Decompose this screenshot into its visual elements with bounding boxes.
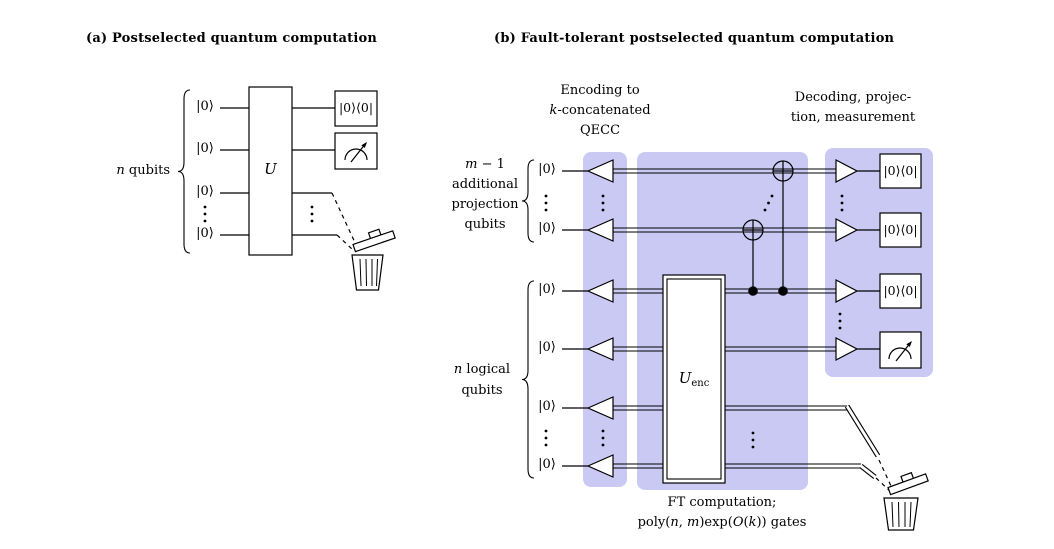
panel-a-title: (a) Postselected quantum computation [86,31,378,46]
ket-zero: |0⟩ [538,162,556,177]
projector-box [879,212,922,248]
ft-computation-caption: FT computation; poly(n, m)exp(O(k)) gate… [637,495,807,530]
cnot-gates [742,160,794,296]
panel-a-qubits-brace [177,89,191,254]
unitary-gate-label: U [264,160,277,178]
ket-zero: |0⟩ [538,399,556,414]
highlight-regions [583,148,933,490]
control-dot [748,286,758,296]
encoder-unitary-box [662,274,726,484]
ket-zero: |0⟩ [538,221,556,236]
encoded-wires [613,168,881,480]
panel-a-qubits-label: n qubits [116,163,170,178]
vertical-dots [544,194,844,449]
panel-a-circuit [177,86,396,291]
panel-b-circuit [521,153,929,531]
projection-qubits-brace [521,159,535,243]
projection-qubits-label: m − 1 additional projection qubits [451,157,519,232]
projector-box [334,90,378,127]
unitary-gate-box [248,86,293,256]
control-dot [778,286,788,296]
panel-b-title: (b) Fault-tolerant postselected quantum … [494,31,895,46]
vertical-dots [203,205,314,223]
encoder-unitary-label: Uenc [678,369,710,389]
ket-zero: |0⟩ [196,141,214,156]
ket-zero: |0⟩ [538,457,556,472]
ket-zero: |0⟩ [196,226,214,241]
ket-zero: |0⟩ [196,184,214,199]
projector-box [879,273,922,309]
meter-icon [879,331,922,369]
projector-label: |0⟩⟨0| [883,222,918,237]
logical-qubits-label: n logical qubits [453,362,511,398]
decoding-highlight [825,148,933,377]
ket-zero: |0⟩ [538,340,556,355]
projector-label: |0⟩⟨0| [338,100,374,115]
encoding-highlight [583,152,627,487]
ket-zero: |0⟩ [538,282,556,297]
trash-can-icon [351,228,396,291]
decoder-triangles [835,159,859,361]
meter-icon [334,132,378,170]
discard-dashed-line [878,459,892,487]
trash-can-icon [883,471,929,531]
encoding-caption: Encoding to k-concatenated QECC [549,83,651,138]
projector-label: |0⟩⟨0| [883,163,918,178]
encoder-triangles [586,159,614,478]
logical-qubits-brace [521,280,535,479]
decoding-caption: Decoding, projec- tion, measurement [790,90,916,125]
projector-label: |0⟩⟨0| [883,283,918,298]
projector-box [879,153,922,189]
discard-dashed-line [331,192,358,248]
ket-zero: |0⟩ [196,99,214,114]
discard-dashed-line [336,234,353,250]
